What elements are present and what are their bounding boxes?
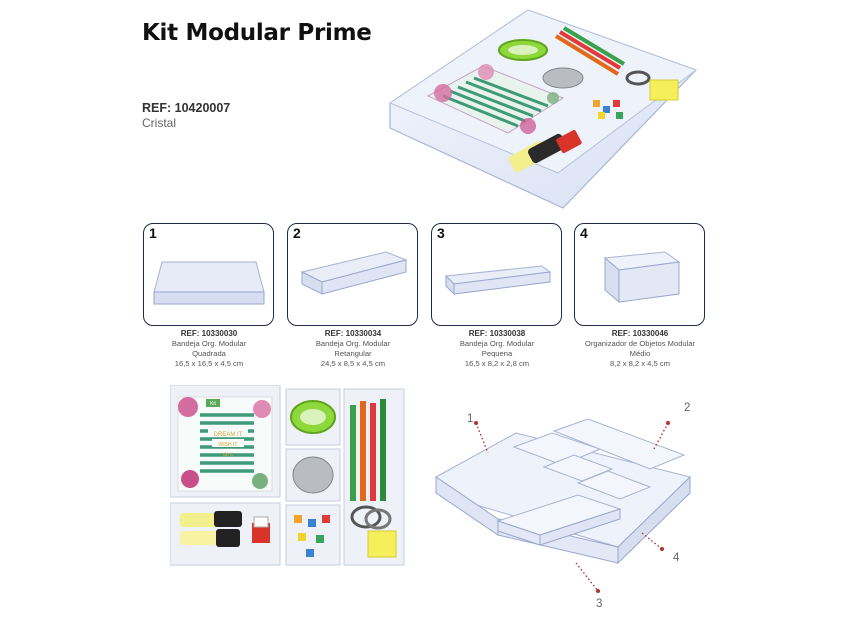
- item-card-3[interactable]: 3: [431, 223, 562, 326]
- assembly-diagram: [435, 418, 691, 593]
- item-caption-1: REF: 10330030 Bandeja Org. Modular Quadr…: [171, 329, 247, 368]
- notebook-text-2: WISH IT: [219, 442, 238, 448]
- notebook-text-3: do it: [223, 452, 233, 458]
- item-card-2[interactable]: 2: [287, 223, 418, 326]
- diagram-label-1: 1: [467, 413, 474, 425]
- product-color: Cristal: [142, 116, 177, 130]
- item-number: 4: [580, 225, 588, 241]
- item-caption-2: REF: 10330034 Bandeja Org. Modular Retan…: [315, 329, 391, 368]
- item-card-1[interactable]: 1: [143, 223, 274, 326]
- top-view-photo: Kit DREAM IT WISH IT do it: [170, 385, 405, 566]
- item-number: 1: [149, 225, 157, 241]
- item-caption-4: REF: 10330046 Organizador de Objetos Mod…: [584, 329, 696, 368]
- rectangular-tray-image: [300, 251, 408, 295]
- diagram-label-2: 2: [684, 402, 691, 414]
- notebook-brand: Kit: [210, 401, 216, 407]
- item-caption-3: REF: 10330038 Bandeja Org. Modular Peque…: [459, 329, 535, 368]
- item-number: 2: [293, 225, 301, 241]
- product-ref: REF: 10420007: [142, 101, 231, 115]
- diagram-label-4: 4: [673, 552, 680, 564]
- product-title: Kit Modular Prime: [142, 20, 372, 46]
- hero-kit-image: [388, 9, 698, 209]
- small-tray-image: [444, 265, 552, 296]
- item-number: 3: [437, 225, 445, 241]
- notebook-text-1: DREAM IT: [214, 432, 243, 438]
- square-tray-image: [153, 261, 265, 305]
- diagram-label-3: 3: [596, 598, 603, 610]
- object-organizer-image: [603, 251, 681, 304]
- item-card-4[interactable]: 4: [574, 223, 705, 326]
